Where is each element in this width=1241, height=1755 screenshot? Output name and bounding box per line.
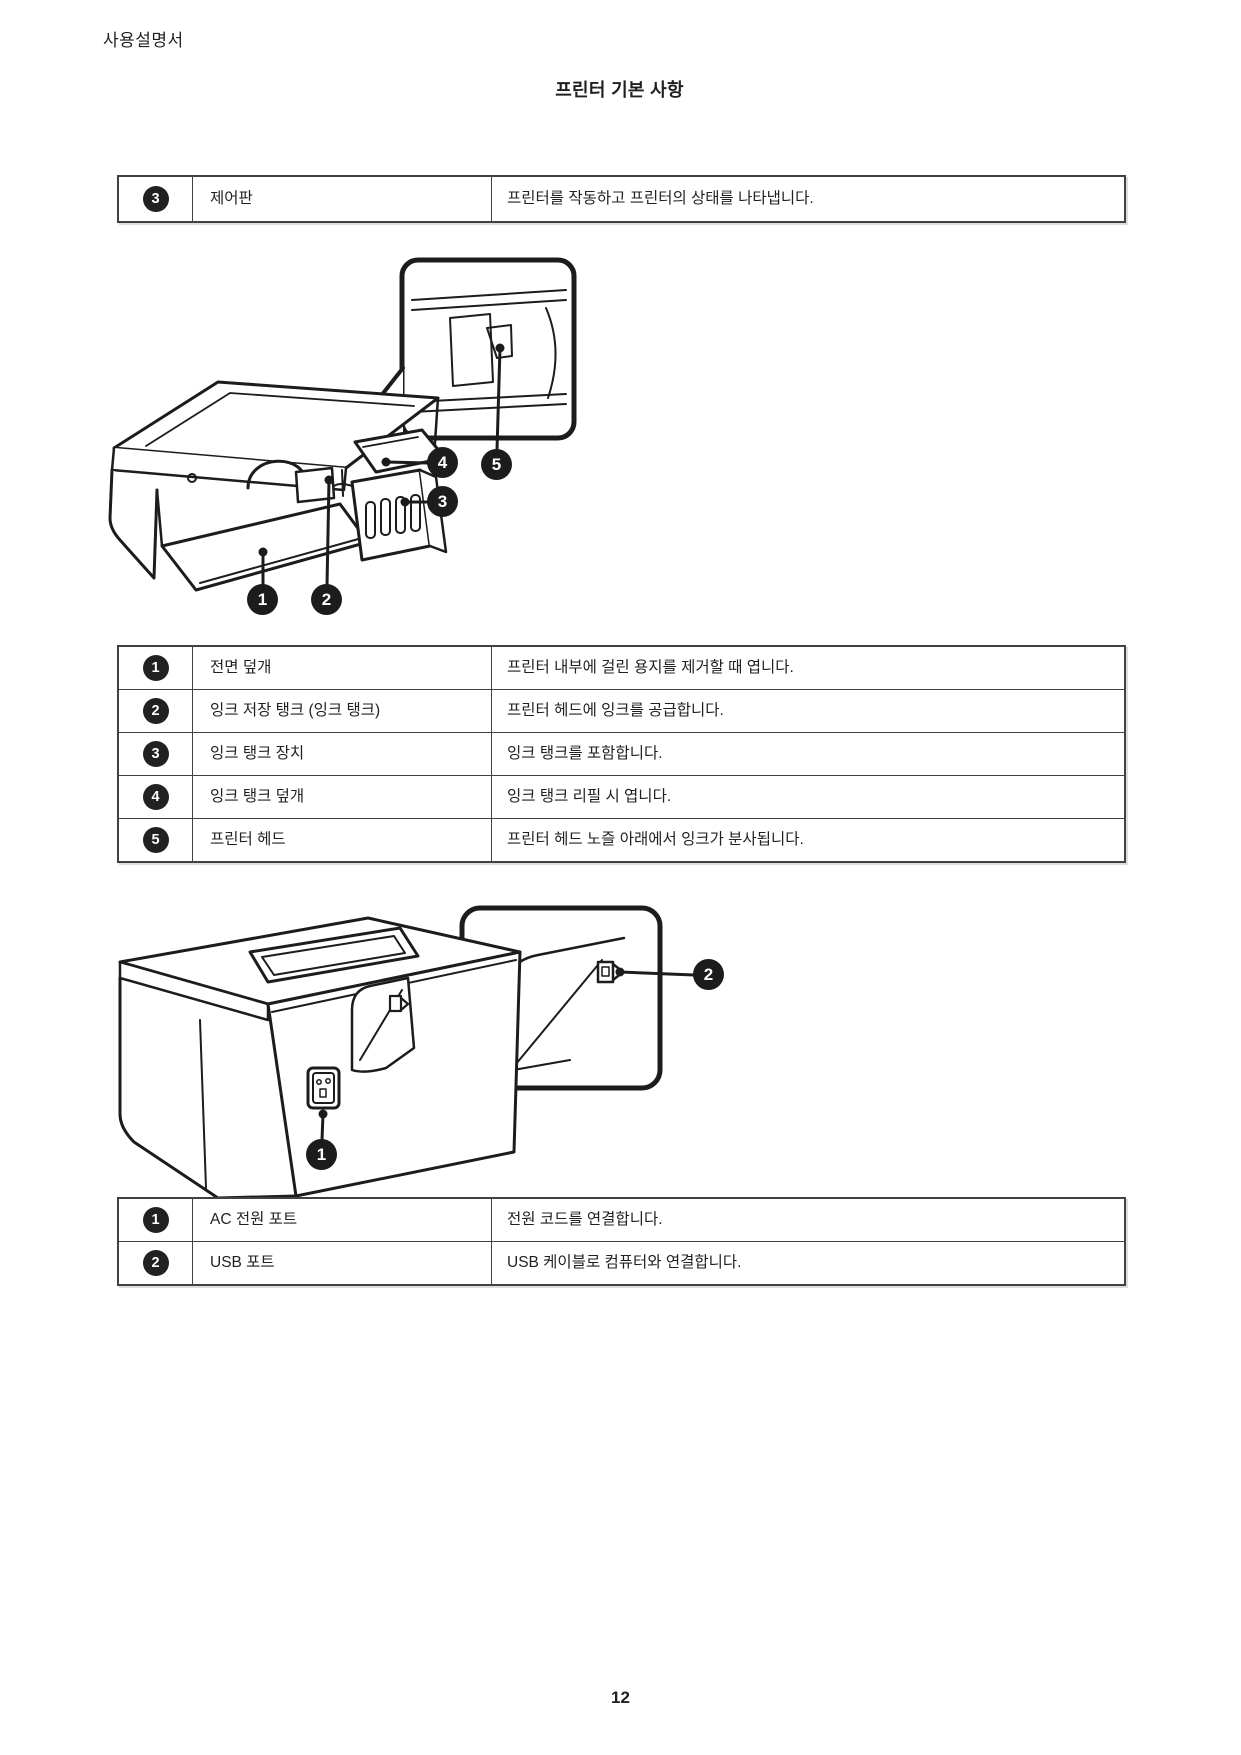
part-description-cell: 잉크 탱크를 포함합니다.	[507, 744, 663, 762]
callout-badge: 1	[142, 1207, 169, 1233]
part-description-cell: 프린터를 작동하고 프린터의 상태를 나타냅니다.	[507, 189, 814, 207]
callout-1-front-cover: 1	[247, 584, 278, 615]
callout-number-cell: 1	[119, 1199, 193, 1241]
part-name-cell: AC 전원 포트	[193, 1199, 492, 1241]
leader-dots	[318, 967, 625, 1119]
callout-number-cell: 3	[119, 177, 193, 221]
callout-badge: 3	[142, 186, 169, 212]
callout-number-cell: 1	[119, 647, 193, 689]
callout-number-cell: 3	[119, 733, 193, 775]
printer-body	[118, 916, 522, 1200]
table-row: 3 잉크 탱크 장치 잉크 탱크를 포함합니다.	[119, 732, 1124, 775]
callout-badge: 1	[142, 655, 169, 681]
part-description-cell: USB 케이블로 컴퓨터와 연결합니다.	[507, 1253, 742, 1271]
callout-3-ink-tank-unit: 3	[427, 486, 458, 517]
front-parts-table: 1 전면 덮개 프린터 내부에 걸린 용지를 제거할 때 엽니다. 2 잉크 저…	[117, 645, 1126, 863]
table-row: 2 잉크 저장 탱크 (잉크 탱크) 프린터 헤드에 잉크를 공급합니다.	[119, 689, 1124, 732]
callout-badge: 2	[142, 1250, 169, 1276]
callout-badge: 4	[142, 784, 169, 810]
callout-number-cell: 5	[119, 819, 193, 861]
part-description-cell: 프린터 헤드에 잉크를 공급합니다.	[507, 701, 724, 719]
leader-lines	[261, 346, 502, 588]
part-description-cell: 프린터 내부에 걸린 용지를 제거할 때 엽니다.	[507, 658, 794, 676]
part-description-cell: 잉크 탱크 리필 시 엽니다.	[507, 787, 672, 805]
callout-number-cell: 2	[119, 690, 193, 732]
table-row: 1 전면 덮개 프린터 내부에 걸린 용지를 제거할 때 엽니다.	[119, 647, 1124, 689]
callout-4-ink-tank-cover: 4	[427, 447, 458, 478]
callout-number-cell: 2	[119, 1242, 193, 1284]
printer-front-line-art	[108, 257, 577, 592]
inset-bubble	[399, 257, 577, 441]
callout-badge: 2	[142, 698, 169, 724]
part-name-cell: 잉크 탱크 덮개	[193, 776, 492, 818]
callout-number-cell: 4	[119, 776, 193, 818]
table-row: 5 프린터 헤드 프린터 헤드 노즐 아래에서 잉크가 분사됩니다.	[119, 818, 1124, 861]
callout-5-print-head: 5	[481, 449, 512, 480]
callout-badge: 5	[142, 827, 169, 853]
usb-recess	[350, 976, 416, 1073]
printer-rear-line-art	[118, 905, 696, 1200]
section-title: 프린터 기본 사항	[555, 80, 684, 100]
callout-badge: 3	[142, 741, 169, 767]
rear-ports-table: 1 AC 전원 포트 전원 코드를 연결합니다. 2 USB 포트 USB 케이…	[117, 1197, 1126, 1286]
part-name-cell: 전면 덮개	[193, 647, 492, 689]
part-name-cell: USB 포트	[193, 1242, 492, 1284]
ac-inlet	[306, 1066, 341, 1110]
part-name-cell: 잉크 저장 탱크 (잉크 탱크)	[193, 690, 492, 732]
table-row: 4 잉크 탱크 덮개 잉크 탱크 리필 시 엽니다.	[119, 775, 1124, 818]
callout-1-ac-power-port: 1	[306, 1139, 337, 1170]
table-row: 3 제어판 프린터를 작동하고 프린터의 상태를 나타냅니다.	[119, 177, 1124, 221]
part-description-cell: 전원 코드를 연결합니다.	[507, 1210, 663, 1228]
leader-dots	[258, 343, 505, 557]
table-row: 1 AC 전원 포트 전원 코드를 연결합니다.	[119, 1199, 1124, 1241]
printer-front-diagram: 1 2 3 4 5	[100, 250, 580, 620]
table-row: 2 USB 포트 USB 케이블로 컴퓨터와 연결합니다.	[119, 1241, 1124, 1284]
part-name-cell: 제어판	[193, 177, 492, 221]
control-panel-table: 3 제어판 프린터를 작동하고 프린터의 상태를 나타냅니다.	[117, 175, 1126, 223]
page-number: 12	[611, 1688, 630, 1707]
callout-2-ink-supply-tank: 2	[311, 584, 342, 615]
part-description-cell: 프린터 헤드 노즐 아래에서 잉크가 분사됩니다.	[507, 830, 804, 848]
part-name-cell: 잉크 탱크 장치	[193, 733, 492, 775]
manual-name-label: 사용설명서	[103, 31, 184, 50]
printer-rear-diagram: 1 2	[100, 900, 724, 1200]
callout-2-usb-port: 2	[693, 959, 724, 990]
part-name-cell: 프린터 헤드	[193, 819, 492, 861]
